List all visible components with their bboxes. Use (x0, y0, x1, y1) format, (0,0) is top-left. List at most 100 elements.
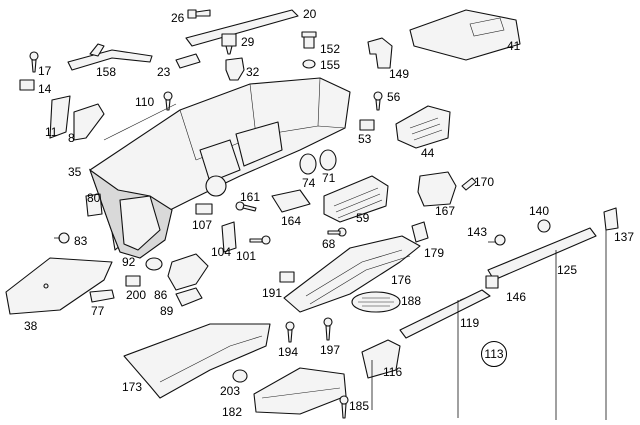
part-158-bracket[interactable] (67, 43, 153, 71)
part-83-screw[interactable] (54, 232, 70, 244)
label-8[interactable]: 8 (68, 131, 75, 145)
label-113-group[interactable]: 113 (481, 341, 507, 367)
label-173[interactable]: 173 (122, 380, 143, 394)
label-155[interactable]: 155 (320, 58, 341, 72)
part-152-grommet[interactable] (301, 31, 317, 49)
label-77[interactable]: 77 (91, 304, 105, 318)
label-11[interactable]: 11 (45, 125, 58, 139)
label-188[interactable]: 188 (401, 294, 422, 308)
label-197[interactable]: 197 (320, 343, 341, 357)
label-125[interactable]: 125 (557, 263, 578, 277)
part-53-clip[interactable] (359, 119, 375, 131)
part-80-clip[interactable] (85, 193, 103, 217)
label-185[interactable]: 185 (349, 399, 370, 413)
part-74-vent-ring[interactable] (299, 153, 317, 175)
label-191[interactable]: 191 (262, 286, 283, 300)
part-23-clip[interactable] (175, 53, 201, 69)
part-188-disc[interactable] (351, 291, 401, 313)
part-41-pad[interactable] (409, 9, 521, 61)
label-203[interactable]: 203 (220, 384, 241, 398)
label-74[interactable]: 74 (302, 176, 316, 190)
label-86[interactable]: 86 (154, 288, 168, 302)
label-20[interactable]: 20 (303, 7, 317, 21)
label-32[interactable]: 32 (246, 65, 260, 79)
label-29[interactable]: 29 (241, 35, 255, 49)
part-56-screw[interactable] (373, 91, 383, 111)
label-152[interactable]: 152 (320, 42, 341, 56)
label-140[interactable]: 140 (529, 204, 550, 218)
part-146-clip[interactable] (485, 275, 499, 289)
part-194-screw[interactable] (285, 321, 295, 343)
part-203-grommet[interactable] (232, 369, 248, 383)
part-140-clip[interactable] (537, 219, 551, 233)
label-41[interactable]: 41 (507, 39, 521, 53)
label-68[interactable]: 68 (322, 237, 336, 251)
part-110-screw[interactable] (163, 91, 173, 111)
part-92-plug[interactable] (145, 257, 163, 271)
part-185-screw[interactable] (339, 395, 349, 419)
label-83[interactable]: 83 (74, 234, 88, 248)
part-119-trim[interactable] (399, 289, 491, 339)
label-44[interactable]: 44 (421, 146, 435, 160)
label-26[interactable]: 26 (171, 11, 185, 25)
label-146[interactable]: 146 (506, 290, 527, 304)
part-26-screw[interactable] (187, 9, 211, 19)
part-35-dashboard[interactable] (88, 77, 351, 259)
label-149[interactable]: 149 (389, 67, 410, 81)
label-80[interactable]: 80 (87, 191, 101, 205)
label-179[interactable]: 179 (424, 246, 445, 260)
label-56[interactable]: 56 (387, 90, 401, 104)
part-137-end-cap[interactable] (603, 207, 619, 231)
label-158[interactable]: 158 (96, 65, 117, 79)
part-197-screw[interactable] (323, 317, 333, 341)
label-23[interactable]: 23 (157, 65, 171, 79)
part-179-latch[interactable] (411, 221, 429, 243)
label-164[interactable]: 164 (281, 214, 302, 228)
label-200[interactable]: 200 (126, 288, 147, 302)
label-137[interactable]: 137 (614, 230, 635, 244)
part-116-panel[interactable] (361, 339, 401, 379)
part-44-air-vent[interactable] (395, 105, 451, 149)
label-167[interactable]: 167 (435, 204, 456, 218)
label-35[interactable]: 35 (68, 165, 82, 179)
part-161-screw[interactable] (235, 201, 257, 212)
part-164-panel[interactable] (271, 189, 311, 213)
part-32-clip[interactable] (225, 57, 245, 81)
part-149-bracket[interactable] (367, 37, 393, 69)
part-59-center-vent[interactable] (323, 175, 389, 223)
part-86-switch-panel[interactable] (167, 253, 209, 291)
part-71-vent-ring[interactable] (319, 149, 337, 171)
label-17[interactable]: 17 (38, 64, 52, 78)
part-200-clip[interactable] (125, 275, 141, 287)
part-17-screw[interactable] (29, 51, 39, 73)
label-59[interactable]: 59 (356, 211, 370, 225)
label-89[interactable]: 89 (160, 304, 174, 318)
part-191-clip[interactable] (279, 271, 295, 283)
label-92[interactable]: 92 (122, 255, 136, 269)
label-161[interactable]: 161 (240, 190, 261, 204)
label-170[interactable]: 170 (474, 175, 495, 189)
part-14-clip[interactable] (19, 79, 35, 91)
label-104[interactable]: 104 (211, 245, 232, 259)
part-125-trim-strip[interactable] (487, 227, 597, 281)
part-20-trim-strip[interactable] (185, 9, 299, 47)
label-38[interactable]: 38 (24, 319, 38, 333)
part-182-liner[interactable] (253, 367, 347, 415)
label-119[interactable]: 119 (460, 316, 480, 330)
label-143[interactable]: 143 (467, 225, 488, 239)
part-101-screw[interactable] (249, 235, 271, 245)
part-38-lower-panel[interactable] (5, 257, 113, 315)
part-8-side-cover[interactable] (73, 103, 105, 141)
part-173-lower-dash[interactable] (123, 323, 271, 399)
part-167-switch[interactable] (417, 171, 457, 207)
label-14[interactable]: 14 (38, 82, 52, 96)
part-104-bracket[interactable] (221, 221, 237, 253)
label-110[interactable]: 110 (135, 95, 155, 109)
part-155-washer[interactable] (302, 59, 316, 69)
part-176-glovebox[interactable] (283, 235, 421, 313)
label-107[interactable]: 107 (192, 218, 213, 232)
part-77-bracket[interactable] (89, 289, 115, 303)
label-194[interactable]: 194 (278, 345, 299, 359)
label-182[interactable]: 182 (222, 405, 243, 419)
part-68-screw[interactable] (327, 227, 347, 237)
